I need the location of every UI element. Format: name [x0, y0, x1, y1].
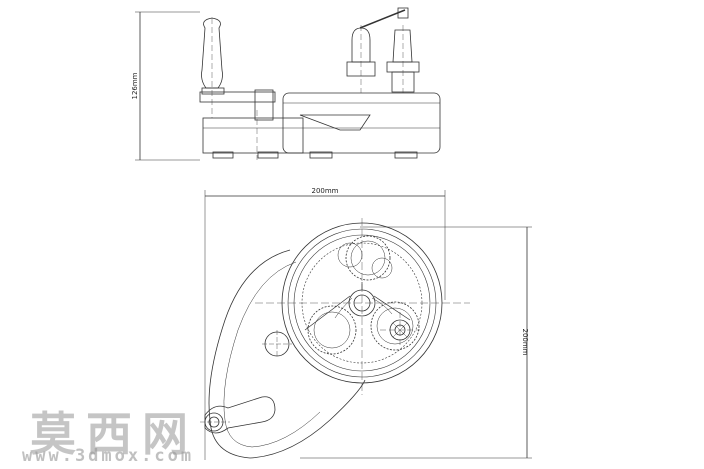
base-left-block	[202, 117, 304, 154]
planet-gear-top-inner	[350, 240, 386, 276]
top-view: 200mm 200mm	[200, 187, 532, 460]
foot	[257, 151, 279, 159]
watermark-url: www.3dmox.com	[22, 446, 195, 466]
lever-arm	[359, 9, 406, 29]
side-view: 126mm	[131, 7, 441, 161]
handle-collar	[201, 87, 225, 95]
foot	[394, 151, 418, 159]
crank-handle	[201, 17, 223, 89]
body-outline	[208, 249, 366, 459]
planet-gear-right-inner	[376, 307, 414, 345]
planet-gear-left	[307, 305, 357, 355]
blade	[299, 114, 371, 131]
idler-gear-small	[371, 257, 393, 279]
top-height-label: 200mm	[521, 329, 529, 356]
crank-handle-top	[204, 396, 276, 434]
idler-gear	[337, 242, 363, 268]
watermark-chinese: 莫西网	[30, 407, 198, 461]
foot	[212, 151, 234, 159]
base-main-block	[282, 92, 441, 154]
crank-arm	[199, 91, 276, 103]
crank-hub	[254, 89, 274, 121]
planet-gear-top	[345, 235, 391, 281]
carrier-arms	[304, 282, 411, 331]
press-cup	[351, 27, 371, 63]
foot	[309, 151, 333, 159]
side-height-label: 126mm	[131, 72, 139, 99]
upright-post	[392, 29, 413, 63]
body-inner-outline	[223, 261, 321, 448]
planet-gear-right	[370, 301, 420, 351]
top-width-label: 200mm	[312, 187, 339, 195]
planet-gear-left-inner	[313, 311, 351, 349]
lever-tip	[397, 7, 409, 19]
